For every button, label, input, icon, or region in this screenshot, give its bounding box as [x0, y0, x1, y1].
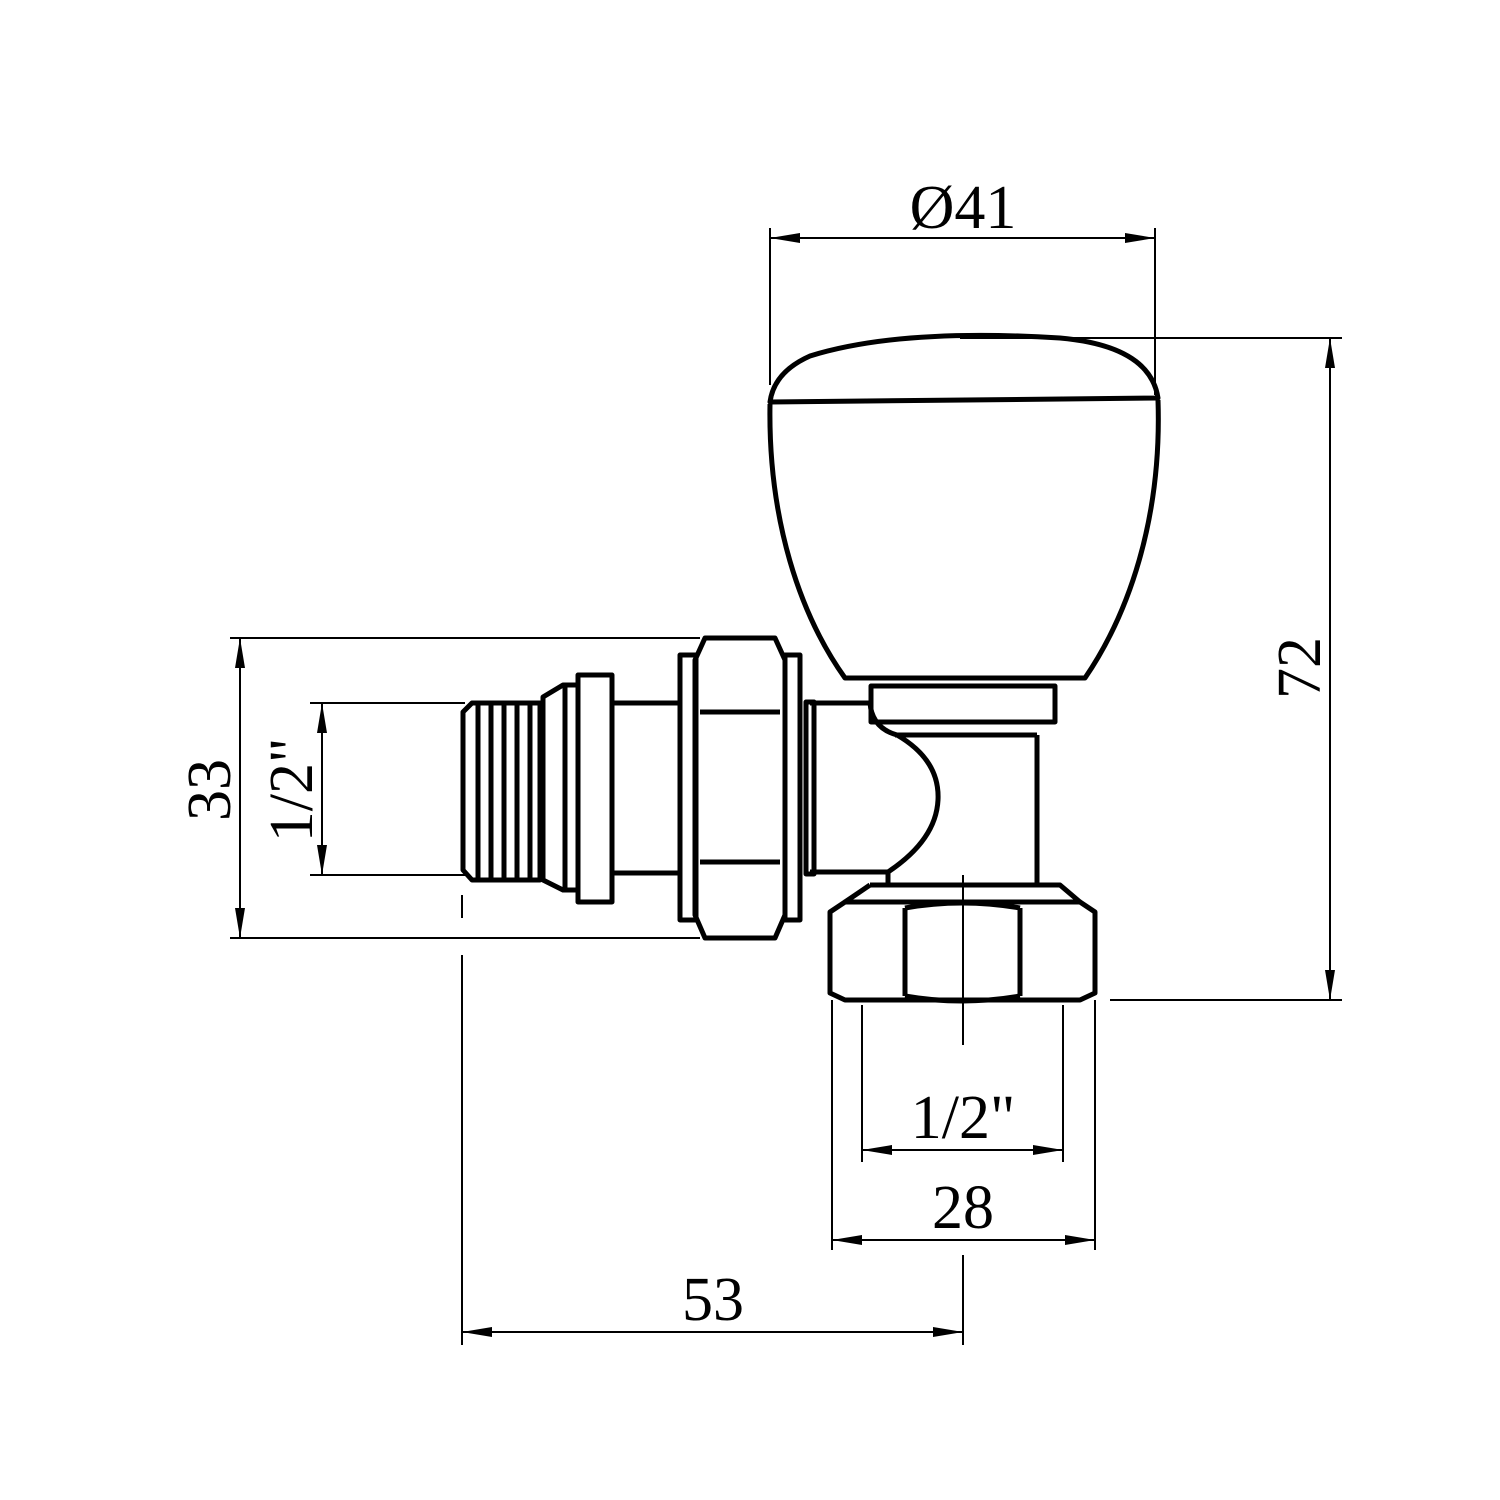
- dimension-side-height: 33: [176, 637, 700, 939]
- valve-body: [810, 683, 1058, 885]
- dimension-label: 72: [1266, 637, 1334, 699]
- dimension-label: Ø41: [910, 174, 1017, 242]
- dimension-label: 1/2": [911, 1084, 1016, 1152]
- dimension-label: 33: [176, 759, 244, 821]
- dimension-total-height: 72: [960, 337, 1342, 1001]
- dimension-side-thread: 1/2": [258, 702, 470, 876]
- union-nut: [677, 635, 817, 941]
- valve-knob: [767, 332, 1161, 681]
- dimension-label: 28: [932, 1174, 994, 1242]
- dimension-label: 53: [682, 1266, 744, 1334]
- dimension-label: 1/2": [258, 738, 326, 843]
- dimension-bottom-thread: 1/2": [861, 1005, 1064, 1162]
- threaded-tailpiece: [460, 672, 680, 905]
- dimension-knob-diameter: Ø41: [769, 174, 1156, 395]
- dimension-horizontal-length: 53: [461, 875, 964, 1345]
- dimension-nut-width: 28: [831, 1000, 1096, 1250]
